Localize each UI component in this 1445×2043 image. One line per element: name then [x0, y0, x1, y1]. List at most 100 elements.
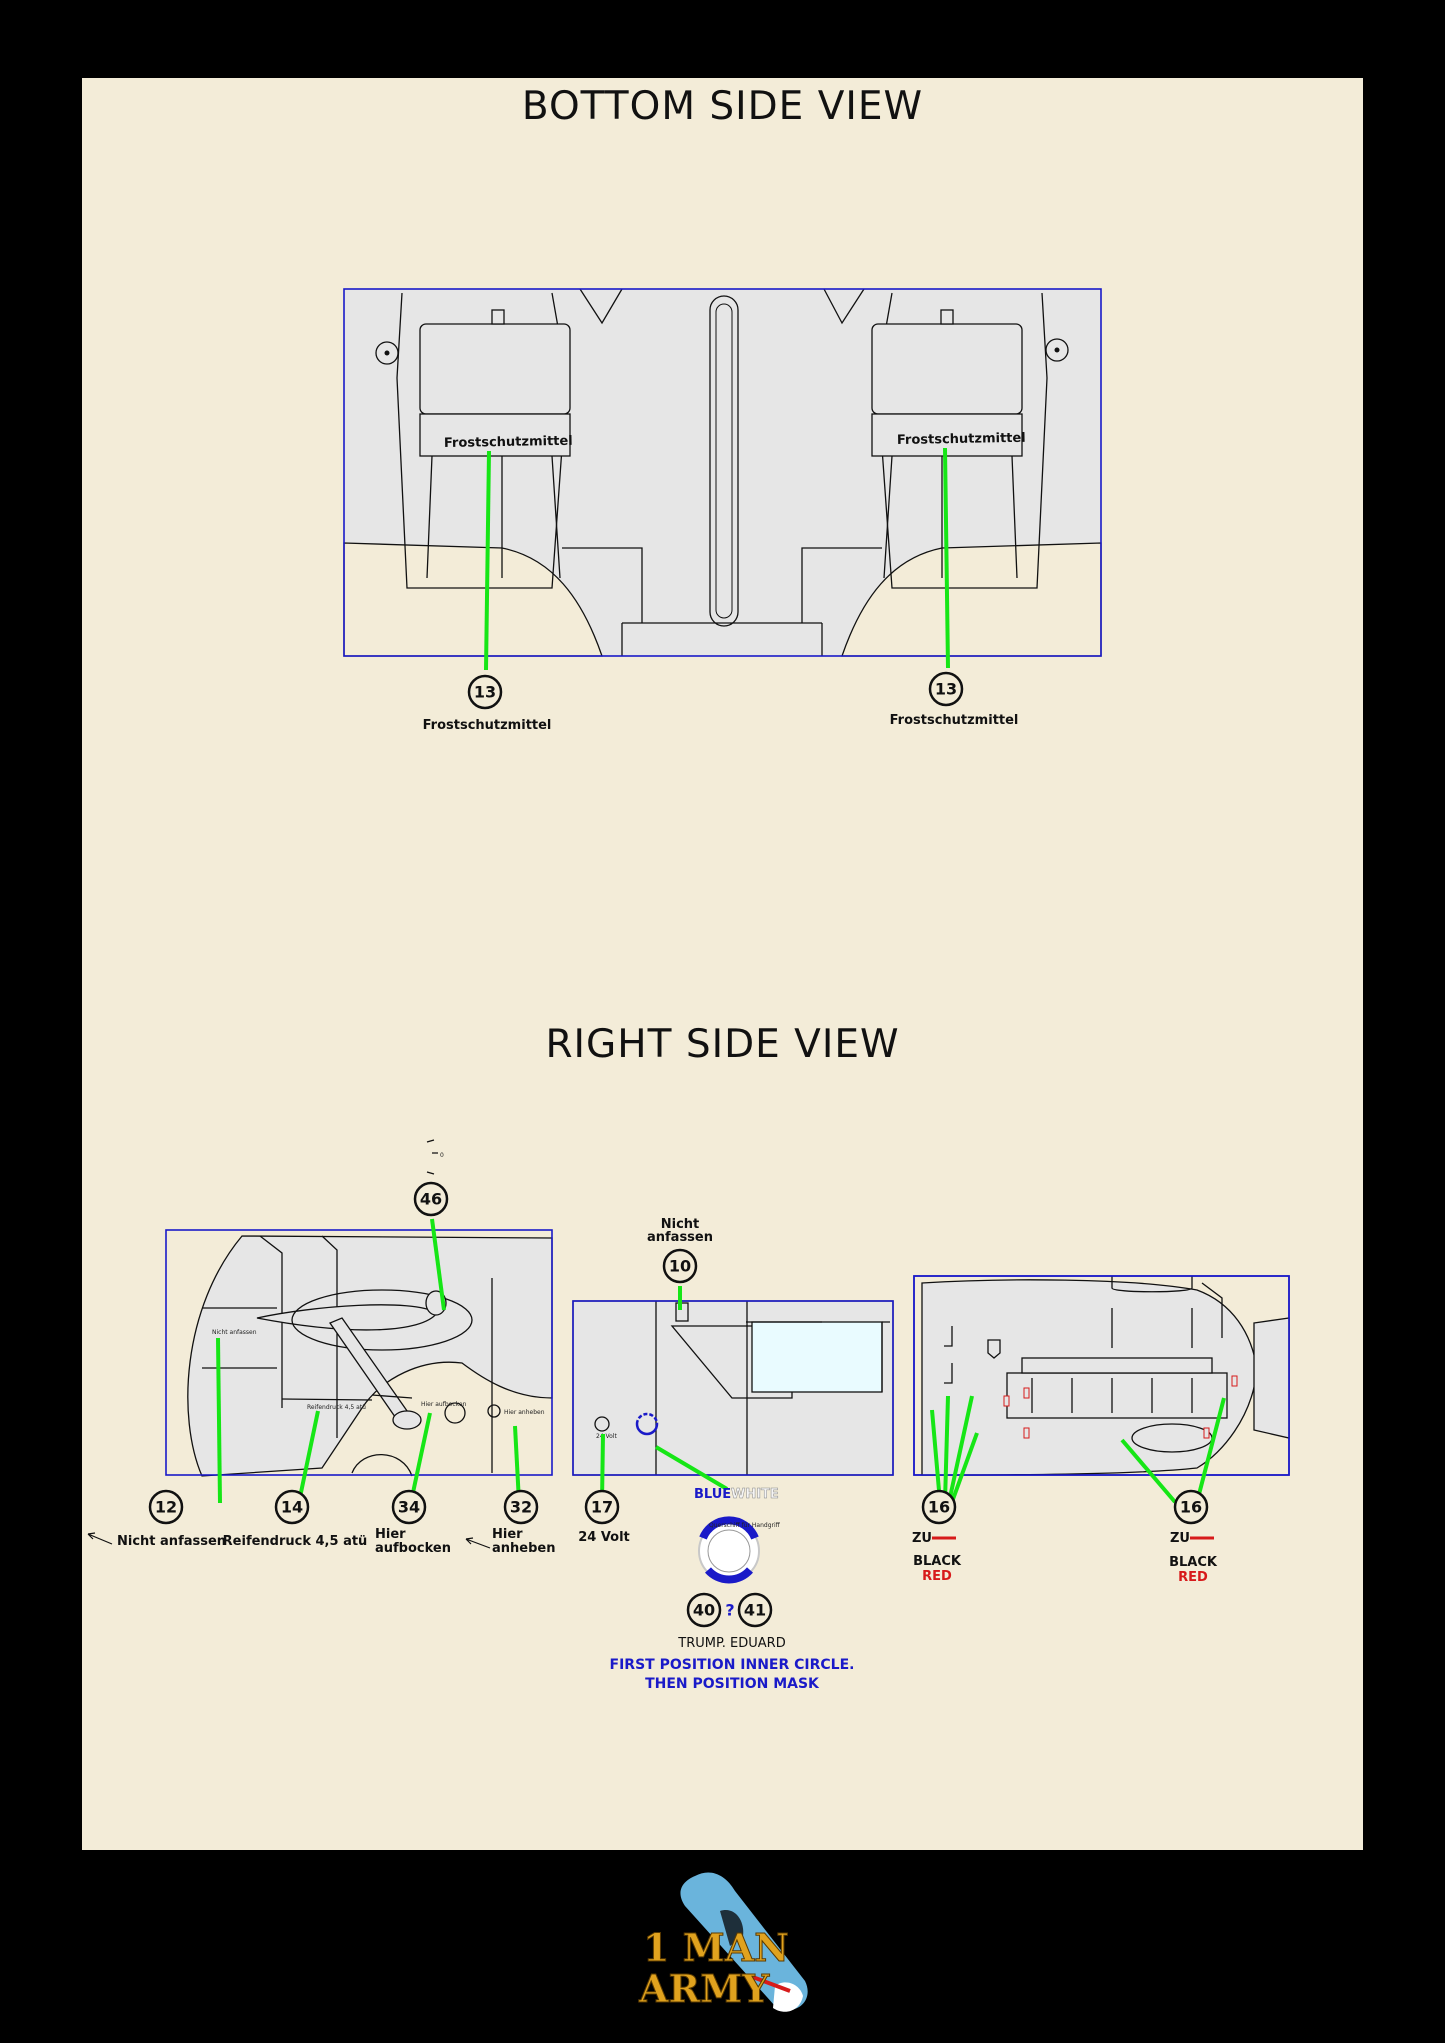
nose-panel: Nicht anfassen Reifendruck 4,5 atü Hier …	[165, 1229, 553, 1477]
decal-sheet: BOTTOM SIDE VIEW RIGHT SIDE VIEW	[82, 78, 1363, 1850]
left-radiator-flap	[419, 323, 571, 415]
arrow-icon	[465, 1537, 491, 1549]
leader-line	[943, 447, 950, 669]
blue-label: BLUE	[694, 1487, 731, 1502]
svg-text:BLACK: BLACK	[1169, 1555, 1218, 1570]
callout-circle	[503, 1489, 539, 1525]
right-fastener	[1045, 338, 1069, 362]
svg-text:Querschiff für Handgriff: Querschiff für Handgriff	[709, 1522, 781, 1529]
cockpit-window	[751, 1321, 883, 1393]
svg-text:ZU: ZU	[912, 1531, 932, 1546]
logo-line1: 1 MAN	[643, 1925, 789, 1970]
stencil-diagram: Frostschutzmittel Frostschutzmittel 13 F…	[87, 288, 1290, 1692]
left-fastener	[375, 341, 399, 365]
callout-number: 46	[420, 1190, 442, 1209]
rear-frame	[913, 1275, 1290, 1476]
rear-tail	[1253, 1317, 1290, 1439]
svg-text:24 Volt: 24 Volt	[596, 1433, 618, 1440]
note-line: THEN POSITION MASK	[645, 1676, 820, 1692]
svg-text:Nicht anfassen: Nicht anfassen	[212, 1329, 257, 1336]
callout-circle	[584, 1489, 620, 1525]
callout-circle	[1173, 1489, 1209, 1525]
svg-text:Hier: Hier	[375, 1527, 406, 1542]
bottom-view-title: BOTTOM SIDE VIEW	[521, 84, 924, 129]
callout-number: 16	[1180, 1498, 1202, 1517]
one-man-army-logo: 1 MAN ARMY	[638, 1872, 808, 2012]
note-line: FIRST POSITION INNER CIRCLE.	[610, 1657, 855, 1673]
logo-badge	[680, 1872, 808, 2010]
svg-text:0: 0	[440, 1152, 444, 1159]
leader-line	[513, 1425, 521, 1503]
svg-text:TRUMP. EDUARD: TRUMP. EDUARD	[677, 1636, 785, 1651]
callout-number: 17	[591, 1498, 613, 1517]
bottom-callouts: 13 Frostschutzmittel 13 Frostschutzmitte…	[423, 447, 1019, 733]
left-radiator-band	[419, 413, 571, 457]
leader-line	[484, 450, 491, 671]
callout-number: 32	[510, 1498, 532, 1517]
center-keel	[709, 295, 739, 627]
leader-line	[1195, 1397, 1226, 1503]
svg-text:Nicht: Nicht	[661, 1217, 700, 1232]
callout-circle	[391, 1489, 427, 1525]
callout-number: 34	[398, 1498, 420, 1517]
leader-line	[943, 1395, 950, 1503]
svg-text:24 Volt: 24 Volt	[578, 1530, 630, 1545]
leader-line	[930, 1409, 942, 1503]
callout-label: Frostschutzmittel	[423, 718, 552, 733]
leader-line	[1120, 1438, 1177, 1504]
callout-number: 13	[474, 683, 496, 702]
callout-circle	[274, 1489, 310, 1525]
ring-blue-top	[699, 1516, 759, 1540]
svg-text:ZU: ZU	[1170, 1531, 1190, 1546]
callout-circle	[921, 1489, 957, 1525]
leader-line	[297, 1410, 320, 1503]
callout-number: 41	[744, 1601, 766, 1620]
bottom-view-drawing: Frostschutzmittel Frostschutzmittel	[343, 288, 1102, 657]
svg-text:Hier aufbocken: Hier aufbocken	[421, 1401, 467, 1408]
bottom-view-frame	[343, 288, 1102, 657]
left-panel-stencil: Frostschutzmittel	[444, 434, 573, 451]
white-label: WHITE	[731, 1487, 779, 1502]
svg-text:Reifendruck 4,5 atü: Reifendruck 4,5 atü	[223, 1534, 368, 1549]
cockpit-panel: 24 Volt	[572, 1300, 894, 1476]
svg-text:Hier anheben: Hier anheben	[504, 1409, 545, 1416]
leader-line	[947, 1395, 974, 1503]
leader-line	[216, 1337, 222, 1504]
callout-number: 13	[935, 680, 957, 699]
callout-circle	[686, 1592, 722, 1628]
svg-text:aufbocken: aufbocken	[375, 1541, 451, 1556]
callout-number: 14	[281, 1498, 303, 1517]
right-view-title: RIGHT SIDE VIEW	[545, 1022, 900, 1067]
callout-circle	[928, 671, 964, 707]
svg-text:RED: RED	[1178, 1570, 1208, 1585]
svg-text:anheben: anheben	[492, 1541, 555, 1556]
ring-blue-bottom	[705, 1567, 753, 1584]
question-mark: ?	[725, 1601, 734, 1620]
callout-number: 16	[928, 1498, 950, 1517]
leader-line	[430, 1218, 446, 1311]
svg-text:Hier: Hier	[492, 1527, 523, 1542]
svg-text:anfassen: anfassen	[647, 1230, 713, 1245]
rear-panel	[913, 1275, 1290, 1476]
nose-cowling	[187, 1235, 553, 1477]
right-view-callouts: 0 46 Nicht anfassen 10 12 Nicht anfassen…	[87, 1139, 1218, 1692]
leader-line	[654, 1445, 729, 1491]
svg-text:Reifendruck 4,5 atü: Reifendruck 4,5 atü	[307, 1404, 366, 1411]
logo-line2: ARMY	[638, 1966, 770, 2011]
callout-circle	[662, 1248, 698, 1284]
callout-circle	[148, 1489, 184, 1525]
leader-lines	[216, 1218, 1226, 1504]
soldier-icon	[720, 1910, 744, 1946]
callout-circle	[467, 674, 503, 710]
leader-line	[950, 1432, 979, 1503]
callout-number: 12	[155, 1498, 177, 1517]
svg-text:Nicht anfassen: Nicht anfassen	[117, 1534, 226, 1549]
callout-number: 10	[669, 1257, 691, 1276]
nose-frame	[165, 1229, 553, 1476]
right-panel-stencil: Frostschutzmittel	[897, 431, 1026, 448]
cockpit-frame	[572, 1300, 894, 1476]
svg-text:RED: RED	[922, 1569, 952, 1584]
callout-label: Frostschutzmittel	[890, 713, 1019, 728]
svg-text:BLACK: BLACK	[913, 1554, 962, 1569]
leader-line	[409, 1412, 432, 1503]
